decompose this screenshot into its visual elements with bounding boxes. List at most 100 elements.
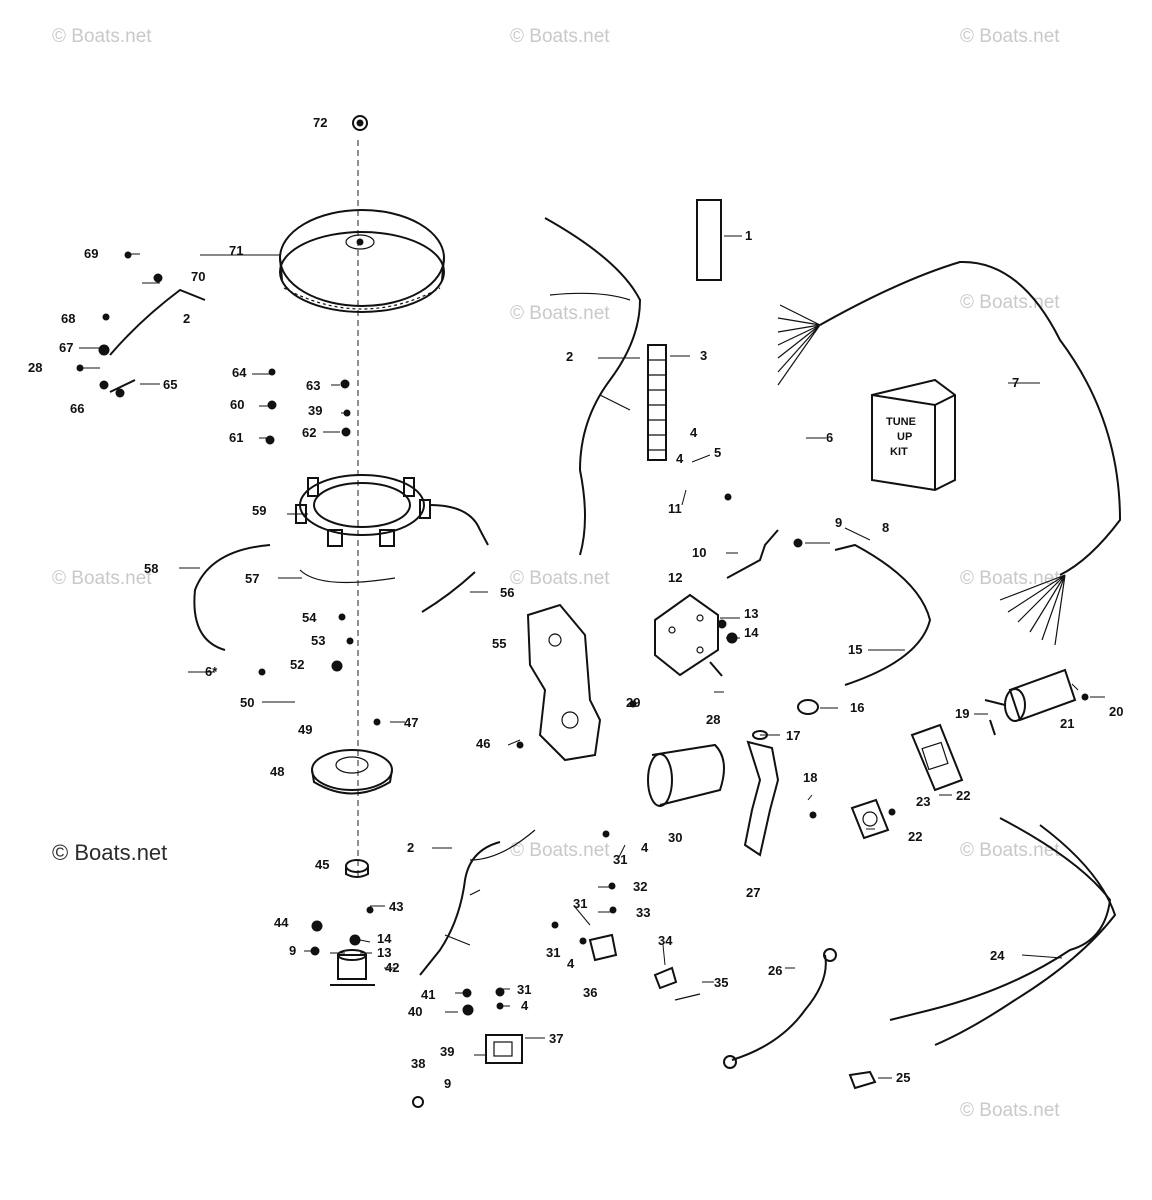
label-36: 36 — [583, 985, 597, 1000]
capacitor-part — [647, 743, 725, 807]
label-71: 71 — [229, 243, 243, 258]
label-8: 8 — [882, 520, 889, 535]
terminal-small-part — [848, 1070, 877, 1090]
label-14: 14 — [744, 625, 759, 640]
flywheel-part — [279, 209, 445, 313]
watermark: © Boats.net — [960, 26, 1060, 47]
label-16: 16 — [850, 700, 864, 715]
label-39: 39 — [440, 1044, 454, 1059]
label-69: 69 — [84, 246, 98, 261]
label-65: 65 — [163, 377, 177, 392]
label-21: 21 — [1060, 716, 1074, 731]
label-56: 56 — [500, 585, 514, 600]
label-4: 4 — [521, 998, 529, 1013]
watermark-strong: © Boats.net — [52, 840, 168, 865]
label-26: 26 — [768, 963, 782, 978]
watermark: © Boats.net — [510, 26, 610, 47]
label-4: 4 — [676, 451, 684, 466]
label-10: 10 — [692, 545, 706, 560]
watermark: © Boats.net — [510, 303, 610, 324]
label-57: 57 — [245, 571, 259, 586]
lead-wire-short — [299, 569, 396, 584]
label-31: 31 — [613, 852, 627, 867]
label-53: 53 — [311, 633, 325, 648]
label-37: 37 — [549, 1031, 563, 1046]
label-17: 17 — [786, 728, 800, 743]
harness-branch — [549, 292, 631, 301]
spark-lead-part — [726, 529, 779, 579]
label-42: 42 — [385, 960, 399, 975]
label-31: 31 — [573, 896, 587, 911]
kit-text-3: KIT — [890, 446, 908, 458]
mount-plate-part — [850, 723, 964, 840]
short-cable-part — [731, 954, 827, 1061]
label-50: 50 — [240, 695, 254, 710]
key-switch-part — [984, 668, 1077, 736]
watermark: © Boats.net — [960, 292, 1060, 313]
label-40: 40 — [408, 1004, 422, 1019]
stator-part — [295, 474, 489, 547]
label-6-star: 6* — [205, 664, 218, 679]
label-4: 4 — [641, 840, 649, 855]
label-12: 12 — [668, 570, 682, 585]
label-9: 9 — [835, 515, 842, 530]
label-59: 59 — [252, 503, 266, 518]
watermark: © Boats.net — [510, 568, 610, 589]
battery-cable-part — [889, 817, 1112, 1021]
power-pack-part — [654, 593, 719, 677]
rectifier-part — [485, 1034, 523, 1064]
label-62: 62 — [302, 425, 316, 440]
label-45: 45 — [315, 857, 329, 872]
label-72: 72 — [313, 115, 327, 130]
kit-text-1: TUNE — [886, 416, 916, 428]
label-63: 63 — [306, 378, 320, 393]
nut-part — [352, 115, 368, 131]
label-31: 31 — [517, 982, 531, 997]
label-13: 13 — [377, 945, 391, 960]
label-44: 44 — [274, 915, 289, 930]
label-39: 39 — [308, 403, 322, 418]
label-64: 64 — [232, 365, 247, 380]
watermark: © Boats.net — [960, 568, 1060, 589]
label-4: 4 — [567, 956, 575, 971]
label-22: 22 — [956, 788, 970, 803]
lead-wire — [193, 544, 271, 651]
label-67: 67 — [59, 340, 73, 355]
label-6: 6 — [826, 430, 833, 445]
label-3: 3 — [700, 348, 707, 363]
label-27: 27 — [746, 885, 760, 900]
label-49: 49 — [298, 722, 312, 737]
label-25: 25 — [896, 1070, 910, 1085]
label-22: 22 — [908, 829, 922, 844]
watermark: © Boats.net — [52, 568, 152, 589]
label-58: 58 — [144, 561, 158, 576]
label-66: 66 — [70, 401, 84, 416]
sleeve-part — [421, 571, 476, 613]
connector-part — [653, 966, 678, 990]
label-46: 46 — [476, 736, 490, 751]
label-18: 18 — [803, 770, 817, 785]
spacer-part — [345, 859, 369, 878]
label-2: 2 — [566, 349, 573, 364]
label-34: 34 — [658, 933, 673, 948]
label-30: 30 — [668, 830, 682, 845]
kit-text-2: UP — [897, 431, 912, 443]
solenoid-part — [330, 949, 375, 986]
label-38: 38 — [411, 1056, 425, 1071]
watermark: © Boats.net — [960, 840, 1060, 861]
decal-part — [696, 199, 722, 281]
timer-base-part — [311, 749, 393, 795]
label-9: 9 — [289, 943, 296, 958]
callout-labels: 1 2 2 2 2 3 4 4 4 4 4 5 5 6 6* 7 8 9 9 9… — [28, 115, 1123, 1091]
clip-part — [588, 933, 618, 962]
label-19: 19 — [955, 706, 969, 721]
label-35: 35 — [714, 975, 728, 990]
leader-lines — [79, 235, 1105, 1079]
label-28: 28 — [706, 712, 720, 727]
tube-part — [674, 993, 701, 1001]
harness-lower — [419, 841, 501, 976]
label-13: 13 — [744, 606, 758, 621]
fasteners — [76, 251, 1089, 1016]
label-68: 68 — [61, 311, 75, 326]
